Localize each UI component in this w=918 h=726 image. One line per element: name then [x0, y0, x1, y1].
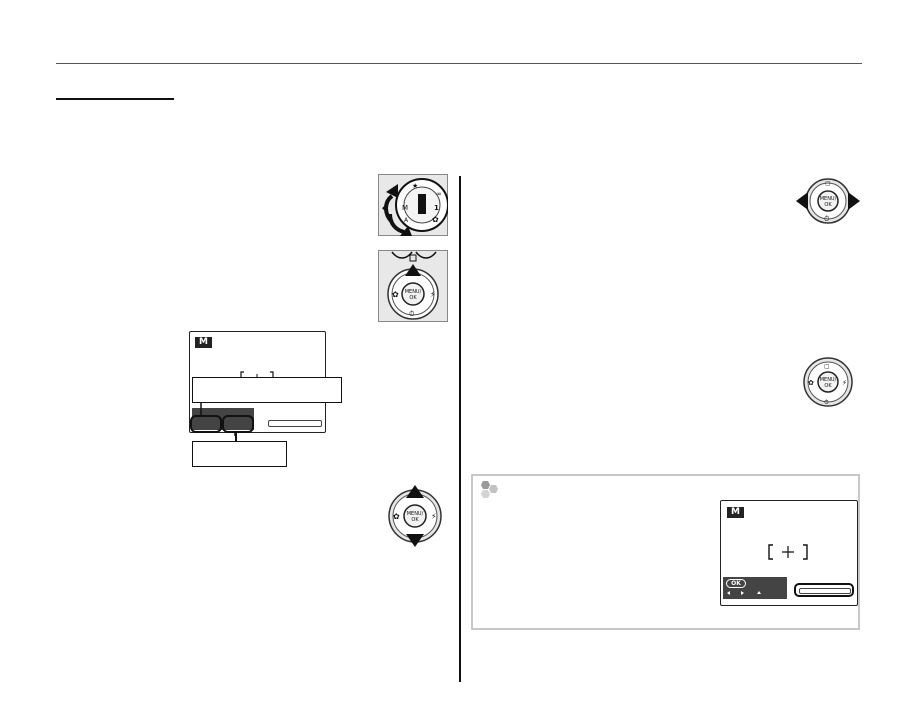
- callout-box-upper: [192, 377, 342, 403]
- svg-text:⚡: ⚡: [430, 290, 436, 299]
- svg-text:✿: ✿: [392, 290, 399, 299]
- svg-text:⏱: ⏱: [824, 399, 829, 406]
- svg-text:◆: ◆: [382, 204, 388, 212]
- note-ok-pill: OK: [726, 579, 746, 588]
- svg-text:∞: ∞: [436, 190, 442, 198]
- note-mode-badge: M: [727, 507, 744, 518]
- svg-text:▢: ▢: [824, 363, 830, 370]
- selector-left-right-arrows-icon: MENU/ OK ▢ ⏱: [796, 178, 860, 224]
- svg-text:✿: ✿: [432, 215, 439, 224]
- section-heading-underline: [56, 98, 174, 100]
- svg-text:⚡: ⚡: [842, 379, 847, 387]
- svg-text:✿: ✿: [808, 379, 814, 387]
- selector-up-arrow-icon: MENU/ OK ✿ ⚡ ⏱: [378, 250, 448, 322]
- svg-text:⏱: ⏱: [824, 215, 830, 223]
- note-exposure-indicator: [799, 588, 851, 594]
- svg-text:OK: OK: [824, 202, 832, 208]
- svg-text:⏱: ⏱: [409, 310, 415, 318]
- svg-text:▢: ▢: [825, 180, 831, 187]
- top-rule: [56, 63, 862, 64]
- selector-button-icon: MENU/ OK ✿ ⚡ ▢ ⏱: [803, 357, 853, 407]
- svg-text:✿: ✿: [393, 512, 400, 521]
- note-control-arrows-icon: [727, 591, 761, 595]
- svg-text:MENU/: MENU/: [405, 289, 422, 295]
- svg-text:OK: OK: [824, 383, 832, 389]
- note-box: M OK: [471, 474, 860, 630]
- note-hexagons-icon: [481, 481, 498, 498]
- svg-text:★: ★: [412, 182, 418, 190]
- note-lcd-control-bar: OK: [723, 577, 787, 599]
- callout-box-lower: [192, 441, 287, 467]
- exposure-indicator: [268, 420, 322, 427]
- selector-up-down-arrows-icon: MENU/ OK ✿ ⚡: [388, 485, 442, 547]
- svg-text:⚡: ⚡: [431, 512, 437, 521]
- svg-text:MENU/: MENU/: [820, 196, 837, 202]
- note-exposure-highlight: [794, 583, 854, 597]
- svg-text:OK: OK: [409, 295, 417, 301]
- svg-text:A: A: [404, 217, 409, 224]
- callout-leader-lower: [235, 432, 237, 441]
- mode-dial-icon: ★ ∞ 1 ✿ M A ◆: [378, 174, 448, 236]
- svg-text:M: M: [402, 204, 408, 212]
- mode-badge: M: [195, 337, 212, 348]
- svg-text:MENU/: MENU/: [407, 511, 424, 517]
- svg-text:MENU/: MENU/: [820, 377, 837, 383]
- note-lcd-screen: M OK: [720, 500, 858, 606]
- svg-text:1: 1: [434, 204, 439, 212]
- callout-markers: [190, 400, 254, 436]
- note-focus-frame-icon: [768, 544, 808, 560]
- svg-text:OK: OK: [411, 517, 419, 523]
- column-divider: [459, 176, 461, 682]
